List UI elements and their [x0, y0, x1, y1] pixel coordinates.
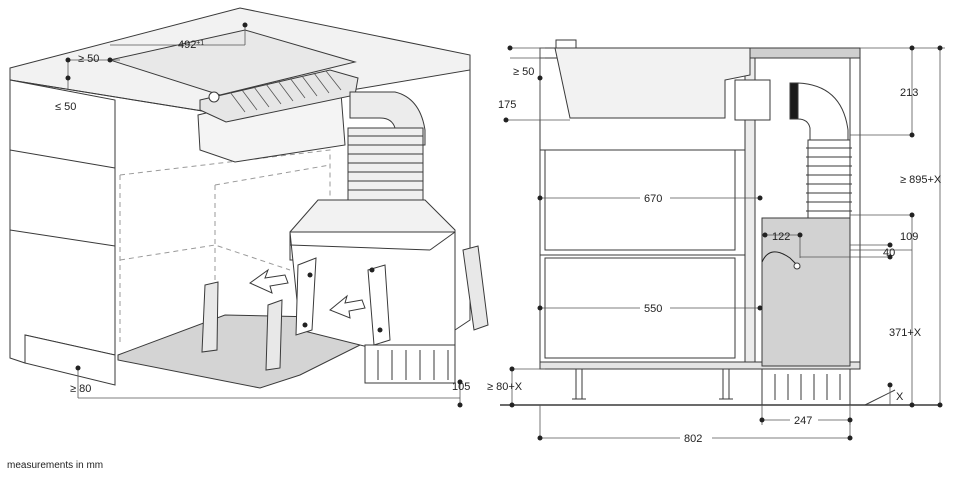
isometric-view [9, 7, 489, 408]
label-front-max: ≤ 50 [55, 101, 76, 113]
label-cutout-width: 492±1 [178, 39, 204, 51]
filter-body [761, 217, 851, 367]
label-plinth-clearance: ≥ 80 [70, 383, 91, 395]
label-plinth-height: ≥ 80+X [487, 381, 523, 393]
duct-connector [734, 79, 771, 121]
cabinet-floor [539, 361, 861, 370]
cartridge-far-right [462, 245, 489, 331]
label-height-40: 40 [883, 247, 895, 259]
arrow-left-icon [249, 268, 289, 294]
label-depth-670: 670 [644, 193, 662, 205]
countertop-cutout [108, 29, 357, 96]
side-dimension-dots [503, 45, 943, 441]
cabinet-right-side [849, 57, 861, 367]
cabinet-side-outline [454, 70, 471, 331]
label-var-x: X [896, 391, 904, 403]
unit-knob [208, 91, 220, 103]
side-duct-bellows [806, 139, 852, 219]
hob-unit [554, 47, 751, 119]
worktop-hatch [749, 47, 861, 59]
iso-dimension-dots [65, 22, 463, 408]
label-front-clearance: ≥ 50 [78, 53, 99, 65]
hob-top-vent [555, 39, 577, 49]
label-box-depth: 105 [452, 381, 470, 393]
filter-clip [761, 251, 801, 269]
label-depth-550: 550 [644, 303, 662, 315]
duct-bend [797, 82, 849, 141]
cartridge-center [265, 299, 283, 371]
arrow-center-icon [329, 294, 366, 319]
label-lower-height: 371+X [889, 327, 922, 339]
plinth-filter-box [364, 344, 456, 384]
side-plinth-filter [761, 368, 851, 406]
duct-ring [789, 82, 799, 120]
side-view [500, 39, 945, 441]
label-duct-top: 213 [900, 87, 918, 99]
cabinet-front [9, 79, 116, 364]
label-height-109: 109 [900, 231, 918, 243]
label-width-247: 247 [794, 415, 812, 427]
drawer-divider-2 [9, 229, 116, 247]
duct-bellows [347, 127, 424, 204]
drawer-divider-1 [9, 149, 116, 169]
label-offset-122: 122 [772, 231, 790, 243]
filter-screw [793, 262, 801, 270]
cartridge-left [201, 281, 219, 353]
label-top-clearance: ≥ 50 [513, 66, 534, 78]
drawer-upper [544, 149, 736, 251]
side-dimension-lines [506, 47, 945, 440]
leg-left [575, 368, 583, 400]
label-unit-height: 175 [498, 99, 516, 111]
label-total-height: ≥ 895+X [900, 174, 942, 186]
label-width-802: 802 [684, 433, 702, 445]
extractor-grille [229, 70, 342, 113]
units-caption: measurements in mm [7, 460, 104, 471]
leg-right [722, 368, 730, 400]
cartridge-right [367, 264, 391, 346]
cabinet-hidden-lines [119, 149, 331, 345]
plinth [24, 334, 116, 386]
